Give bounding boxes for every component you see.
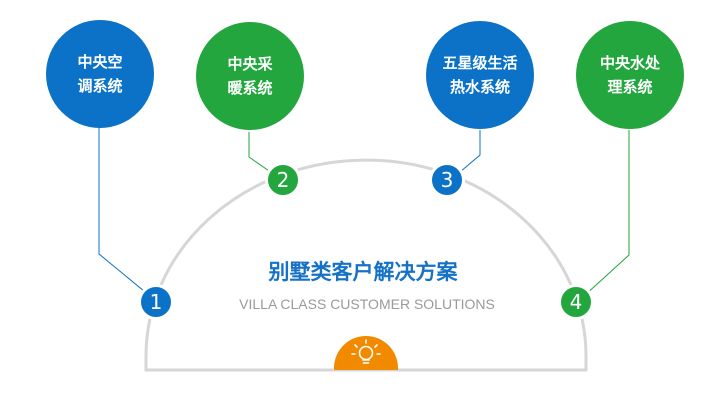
connector-line-3 xyxy=(459,130,481,173)
number-badge-3: 3 xyxy=(429,162,465,198)
page-title: 别墅类客户解决方案 xyxy=(268,260,458,284)
connector-line-2 xyxy=(248,132,273,174)
system-circle-central-ac[interactable]: 中央空调系统 xyxy=(46,20,154,128)
system-circle-hot-water[interactable]: 五星级生活热水系统 xyxy=(426,21,534,129)
number-badge-4: 4 xyxy=(558,284,594,320)
arch-outline xyxy=(144,158,588,372)
lightbulb-badge xyxy=(334,336,398,370)
system-circle-central-heating[interactable]: 中央采暖系统 xyxy=(196,22,304,130)
lightbulb-icon xyxy=(351,339,381,364)
connector-line-1 xyxy=(98,128,151,297)
number-badge-2: 2 xyxy=(265,162,301,198)
page-subtitle: VILLA CLASS CUSTOMER SOLUTIONS xyxy=(239,296,495,312)
connector-line-4 xyxy=(583,130,630,297)
number-badge-1: 1 xyxy=(138,284,174,320)
system-circle-water-treatment[interactable]: 中央水处理系统 xyxy=(576,21,684,129)
